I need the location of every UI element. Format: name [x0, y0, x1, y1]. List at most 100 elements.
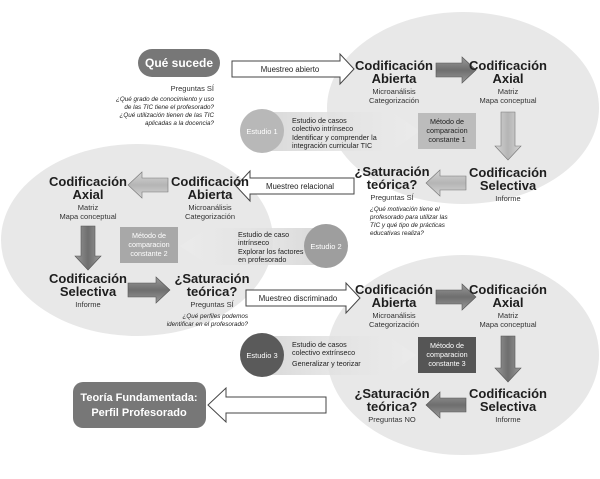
p3-cod-abierta-title: Abierta [372, 295, 418, 310]
p2-estudio-circle [304, 224, 348, 268]
p1-cod-selectiva-sub: Informe [495, 194, 520, 203]
p3-cod-axial-sub: Mapa conceptual [479, 320, 536, 329]
p1-saturacion-question-line: ¿Qué motivación tiene el [370, 206, 440, 213]
p3-estudio-band [262, 336, 416, 375]
p3-metodo-line: constante 3 [428, 359, 465, 368]
start-question-line: aplicadas a la docencia? [145, 120, 214, 127]
p1-cod-axial-sub: Matriz [498, 87, 519, 96]
start-question-line: ¿Qué grado de conocimiento y uso [116, 96, 215, 103]
arrow-muestreo-relacional: Muestreo relacional [235, 169, 355, 203]
p3-metodo-line: comparacion [426, 350, 467, 359]
p3-metodo-box [418, 337, 476, 373]
p1-saturacion-question-line: TIC y qué tipo de prácticas [370, 222, 446, 229]
p2-cod-selectiva-sub: Informe [75, 300, 100, 309]
p2-saturacion-sub: Preguntas SÍ [190, 300, 234, 309]
p3-saturacion-title: teórica? [367, 399, 418, 414]
arrow-to-teoria [207, 386, 327, 424]
final-label-line: Perfil Profesorado [91, 407, 187, 419]
p3-saturacion-title: ¿Saturación [354, 386, 429, 401]
p3-estudio-label: Estudio 3 [246, 351, 277, 360]
p2-cod-abierta-sub: Categorización [185, 212, 235, 221]
p1-estudio-text-line: integración curricular TIC [292, 141, 372, 150]
p3-saturacion-sub: Preguntas NO [368, 415, 416, 424]
p3-arrow-axial-selectiva [494, 335, 522, 383]
p2-saturacion-title: ¿Saturación [174, 271, 249, 286]
p2-estudio-text-line: intrínseco [238, 238, 269, 247]
p2-metodo-line: comparacion [128, 240, 169, 249]
p2-metodo-line: constante 2 [130, 249, 167, 258]
p1-cod-abierta-sub: Microanálisis [372, 87, 416, 96]
p1-cod-selectiva-title: Selectiva [480, 178, 537, 193]
arrow-muestreo-discriminado: Muestreo discriminado [245, 281, 361, 315]
p2-estudio-label: Estudio 2 [310, 242, 341, 251]
start-question-line: ¿Qué utilización tienen de las TIC [120, 112, 215, 119]
p3-estudio-circle [240, 333, 284, 377]
p1-estudio-label: Estudio 1 [246, 127, 277, 136]
p1-cod-axial-title: Codificación [469, 58, 547, 73]
p3-metodo-line: Método de [430, 341, 464, 350]
p2-cod-axial-title: Codificación [49, 174, 127, 189]
p3-cod-abierta-sub: Microanálisis [372, 311, 416, 320]
p1-cod-abierta-title: Abierta [372, 71, 418, 86]
p1-metodo-line: constante 1 [428, 135, 465, 144]
p1-cod-abierta-title: Codificación [355, 58, 433, 73]
p1-estudio-text-line: Estudio de casos [292, 116, 347, 125]
p1-estudio-circle [240, 109, 284, 153]
p1-estudio-text-line: Identificar y comprender la [292, 133, 377, 142]
p2-arrow-selectiva-saturacion [127, 276, 171, 304]
p1-metodo-line: comparacion [426, 126, 467, 135]
p2-saturacion-title: teórica? [187, 284, 238, 299]
p1-cod-abierta-sub: Categorización [369, 96, 419, 105]
p3-estudio-text-line: colectivo extrínseco [292, 348, 355, 357]
p2-cod-abierta-title: Codificación [171, 174, 249, 189]
p2-metodo-line: Método de [132, 231, 166, 240]
p1-saturacion-sub: Preguntas SÍ [370, 193, 414, 202]
p2-saturacion-question-line: ¿Qué perfiles podemos [183, 313, 249, 320]
p1-arrow-selectiva-saturacion [425, 169, 467, 197]
start-node: Qué sucede [138, 49, 220, 77]
edge-label-muestreo-discriminado: Muestreo discriminado [259, 294, 338, 303]
p3-arrow-selectiva-saturacion [425, 391, 467, 419]
p2-estudio-text-line: en profesorado [238, 255, 286, 264]
final-label-line: Teoría Fundamentada: [80, 392, 197, 404]
p3-cod-axial-sub: Matriz [498, 311, 519, 320]
p1-metodo-box [418, 113, 476, 149]
phase1-ellipse [327, 12, 599, 204]
p3-estudio-text-line: Estudio de casos [292, 340, 347, 349]
start-question-line: de las TIC tiene el profesorado? [124, 104, 214, 111]
start-sub: Preguntas SÍ [171, 84, 215, 93]
p3-cod-selectiva-title: Selectiva [480, 399, 537, 414]
p3-cod-abierta-title: Codificación [355, 282, 433, 297]
p1-arrow-abierta-axial [435, 56, 477, 84]
p3-cod-selectiva-title: Codificación [469, 386, 547, 401]
p1-cod-axial-sub: Mapa conceptual [479, 96, 536, 105]
arrow-muestreo-abierto: Muestreo abierto [231, 52, 355, 86]
p3-cod-axial-title: Axial [492, 295, 523, 310]
p2-cod-axial-sub: Matriz [78, 203, 99, 212]
p2-cod-abierta-sub: Microanálisis [188, 203, 232, 212]
p2-cod-selectiva-title: Codificación [49, 271, 127, 286]
p3-cod-abierta-sub: Categorización [369, 320, 419, 329]
final-node: Teoría Fundamentada: Perfil Profesorado [73, 382, 206, 428]
p3-estudio-text-line: Generalizar y teorizar [292, 359, 361, 368]
start-label: Qué sucede [145, 56, 213, 70]
p2-saturacion-question-line: identificar en el profesorado? [167, 321, 249, 328]
p1-estudio-text-line: colectivo intrínseco [292, 124, 353, 133]
p3-cod-axial-title: Codificación [469, 282, 547, 297]
p2-cod-selectiva-title: Selectiva [60, 284, 117, 299]
p1-saturacion-title: ¿Saturación [354, 164, 429, 179]
p2-cod-axial-sub: Mapa conceptual [59, 212, 116, 221]
p1-saturacion-question-line: profesorado para utilizar las [369, 214, 449, 221]
p3-cod-selectiva-sub: Informe [495, 415, 520, 424]
p1-saturacion-title: teórica? [367, 177, 418, 192]
p2-estudio-text-line: Estudio de caso [238, 230, 289, 239]
edge-label-muestreo-abierto: Muestreo abierto [261, 65, 320, 74]
p1-estudio-band [262, 112, 420, 151]
p1-arrow-axial-selectiva [494, 111, 522, 161]
p1-cod-selectiva-title: Codificación [469, 165, 547, 180]
p2-arrow-abierta-axial [127, 171, 169, 199]
p2-estudio-text-line: Explorar los factores [238, 247, 304, 256]
edge-label-muestreo-relacional: Muestreo relacional [266, 182, 334, 191]
p1-saturacion-question-line: educativas realiza? [370, 230, 424, 237]
